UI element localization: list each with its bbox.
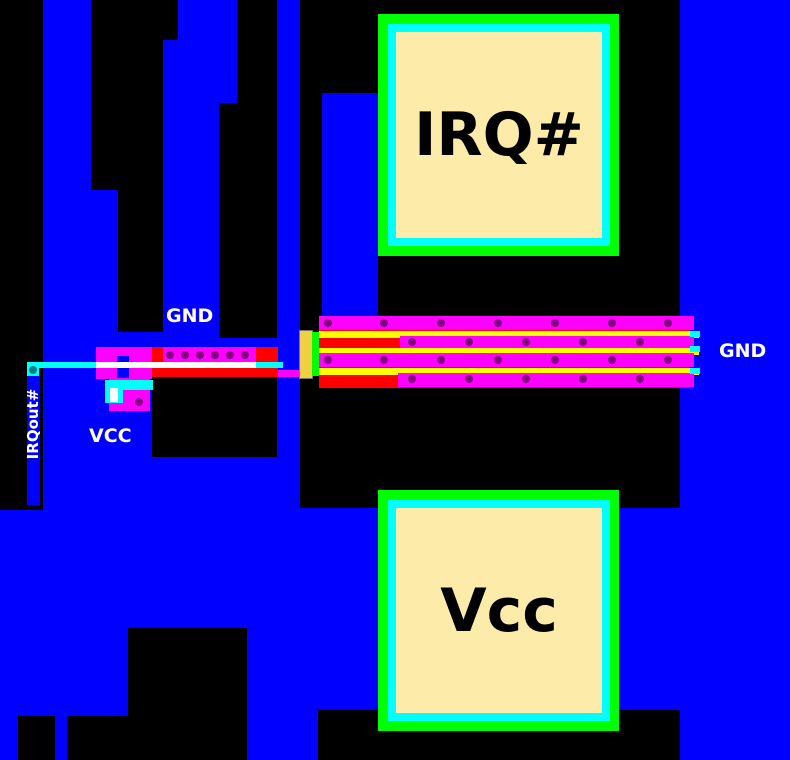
contact [551, 319, 559, 327]
irqout-label: IRQout# [24, 388, 42, 460]
via [105, 380, 153, 390]
contact [608, 319, 616, 327]
diffusion-row [398, 373, 694, 387]
pad-irq-label: IRQ# [396, 32, 602, 238]
diffusion-row [319, 353, 694, 367]
contact [437, 356, 445, 364]
diffusion-row [319, 316, 694, 330]
contact [608, 356, 616, 364]
gate-stripe [319, 368, 699, 375]
contact [196, 351, 204, 359]
empty-region [152, 375, 277, 457]
irqout-wire-overlap [96, 362, 256, 368]
pad-vcc: Vcc [378, 490, 619, 731]
empty-region [128, 628, 247, 760]
contact [437, 319, 445, 327]
poly-wire [278, 370, 300, 377]
gate-stripe [319, 348, 699, 355]
gnd-via [690, 346, 700, 352]
pad-irq: IRQ# [378, 14, 619, 256]
contact [664, 319, 672, 327]
contact [380, 356, 388, 364]
contact [29, 366, 37, 374]
contact [408, 338, 416, 346]
contact [494, 319, 502, 327]
contact [241, 351, 249, 359]
pad-vcc-label: Vcc [396, 508, 602, 713]
metal-connector [117, 356, 129, 380]
contact [211, 351, 219, 359]
contact [636, 375, 644, 383]
contact [324, 356, 332, 364]
gnd-label-left: GND [166, 305, 214, 327]
empty-region [219, 103, 277, 338]
empty-region [91, 0, 178, 40]
empty-region [118, 190, 163, 332]
contact [579, 375, 587, 383]
empty-region [67, 716, 128, 760]
contact [494, 356, 502, 364]
via [110, 388, 118, 402]
gnd-via [690, 368, 700, 374]
contact [465, 375, 473, 383]
vcc-label-left: VCC [89, 425, 132, 447]
gate-contact [299, 330, 313, 379]
contact [465, 338, 473, 346]
contact [579, 338, 587, 346]
contact [135, 398, 143, 406]
contact [380, 319, 388, 327]
contact [181, 351, 189, 359]
contact [324, 319, 332, 327]
contact [522, 375, 530, 383]
contact [522, 338, 530, 346]
metal-region [322, 93, 378, 315]
contact [636, 338, 644, 346]
poly-connector [312, 332, 320, 376]
empty-region [91, 40, 163, 190]
gnd-via [690, 331, 700, 337]
contact [166, 351, 174, 359]
gnd-label-right: GND [719, 340, 767, 362]
diffusion-row [400, 336, 694, 350]
empty-region [237, 0, 277, 103]
contact [226, 351, 234, 359]
contact [664, 356, 672, 364]
contact [408, 375, 416, 383]
gate-stripe [319, 331, 699, 338]
irqout-metal-strip [27, 362, 40, 505]
contact [551, 356, 559, 364]
empty-region [18, 716, 55, 760]
